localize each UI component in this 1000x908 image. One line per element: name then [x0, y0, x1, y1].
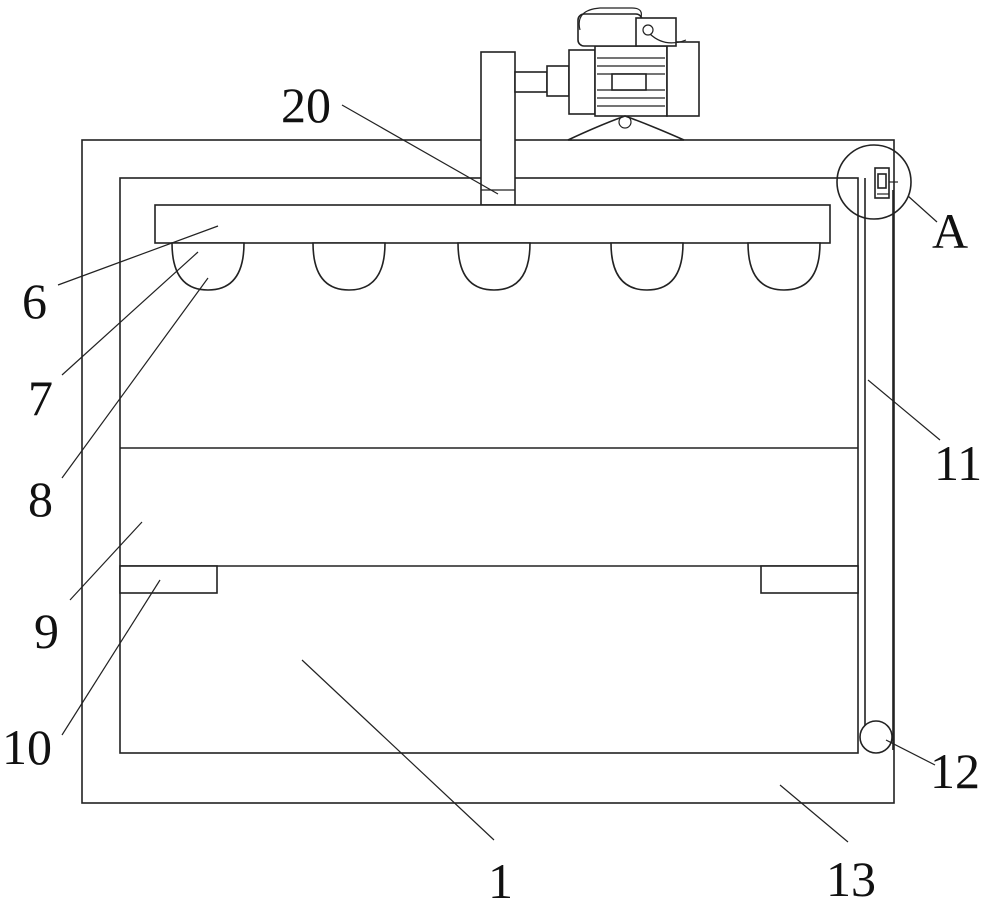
dome-nozzle-5: [747, 242, 821, 291]
dome-nozzle-1: [171, 242, 245, 291]
label-a: A: [932, 203, 968, 259]
coupling-flange: [546, 65, 570, 97]
label-9: 9: [34, 603, 59, 659]
label-6: 6: [22, 273, 47, 329]
leader-a: [907, 195, 938, 223]
junction-cable: [649, 33, 687, 44]
label-20: 20: [281, 77, 331, 133]
label-12: 12: [930, 743, 980, 799]
leader-9: [69, 521, 143, 601]
leader-6: [57, 225, 219, 286]
detail-circle-a: [836, 144, 912, 220]
motor-rear-cap: [666, 41, 700, 117]
leader-1: [301, 659, 495, 841]
motor-mount-bolt: [618, 115, 632, 129]
label-8: 8: [28, 471, 53, 527]
leader-8: [61, 277, 209, 479]
leader-20: [341, 104, 499, 195]
leader-10: [61, 579, 161, 736]
support-block-left: [119, 565, 218, 594]
latch-inner: [877, 173, 887, 189]
junction-box: [635, 17, 677, 47]
vertical-shaft: [480, 51, 516, 206]
leader-12: [885, 739, 936, 766]
cable-loop: [578, 7, 642, 31]
label-10: 10: [2, 719, 52, 775]
label-7: 7: [28, 370, 53, 426]
roller-wheel: [859, 720, 893, 754]
label-11: 11: [934, 435, 982, 491]
leader-7: [61, 251, 199, 376]
label-13: 13: [826, 851, 876, 907]
dome-nozzle-4: [610, 242, 684, 291]
motor-front-cap: [568, 49, 596, 115]
leader-13: [779, 784, 849, 843]
dome-nozzle-3: [457, 242, 531, 291]
junction-screw: [642, 24, 654, 36]
label-1: 1: [488, 853, 513, 908]
support-block-right: [760, 565, 859, 594]
motor-nameplate: [611, 73, 647, 91]
terminal-box: [577, 13, 643, 47]
dome-nozzle-2: [312, 242, 386, 291]
horizontal-bar: [154, 204, 831, 244]
coupling-shaft: [514, 71, 548, 93]
leader-11: [867, 379, 941, 441]
